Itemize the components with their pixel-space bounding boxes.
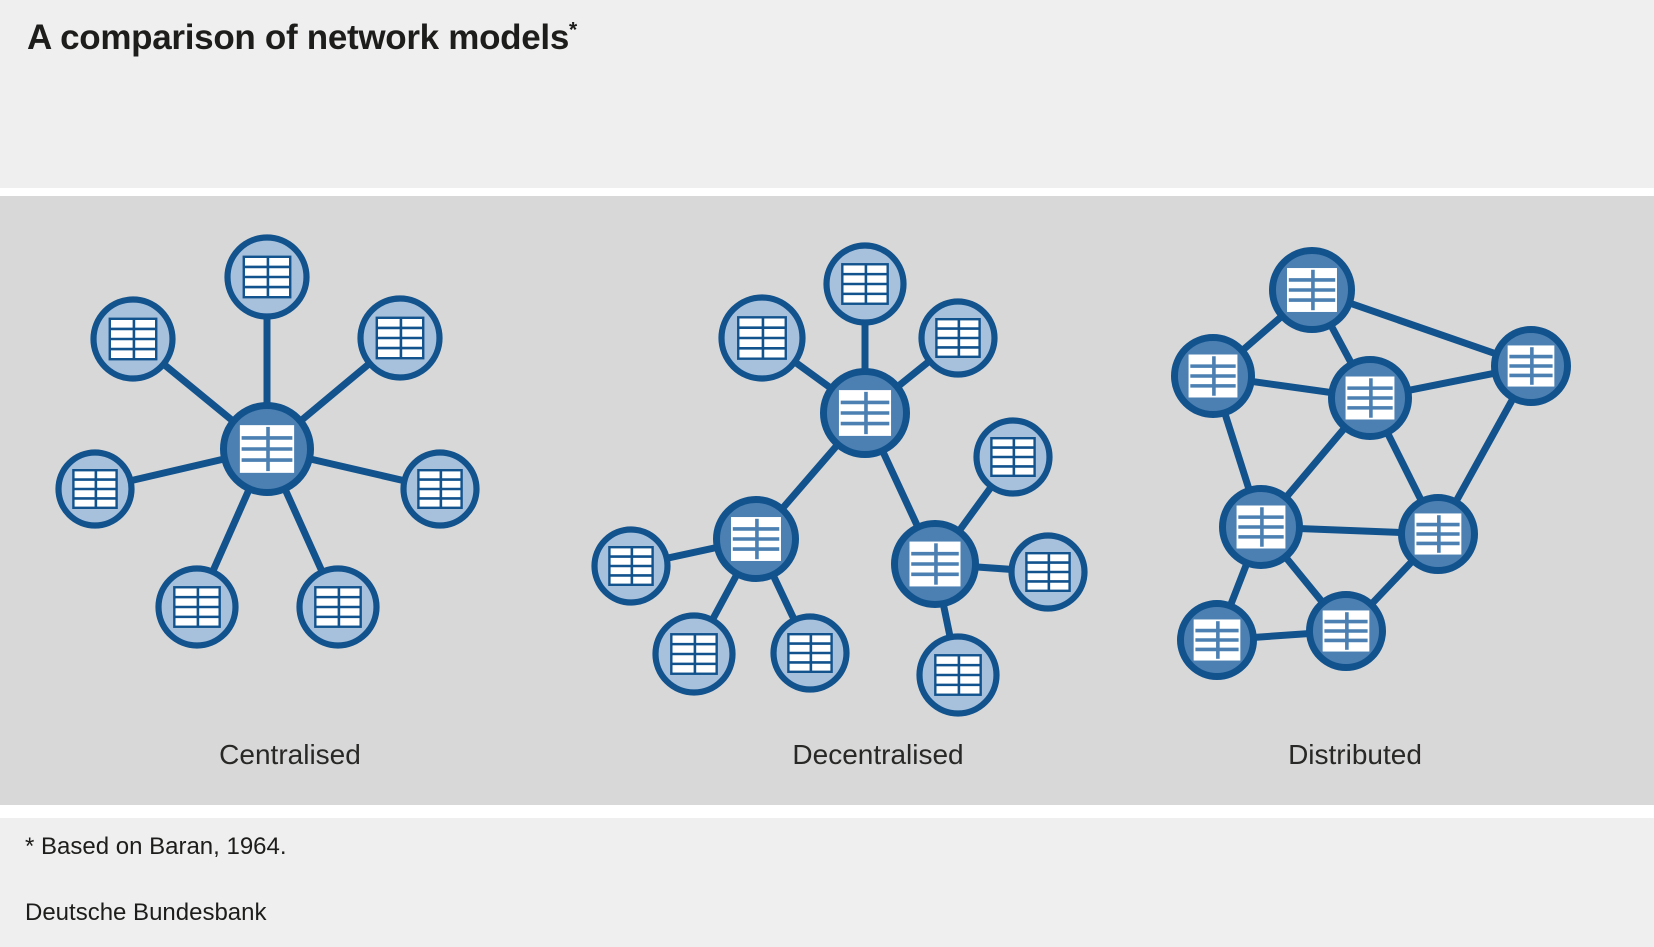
- decentralised-node-leaf: [770, 613, 850, 693]
- ledger-table-icon: [909, 541, 961, 587]
- decentralised-node-leaf: [1008, 532, 1088, 612]
- footnote-marker: *: [569, 18, 577, 42]
- network-distributed: [1171, 247, 1571, 680]
- distributed-node-hub: [1177, 600, 1257, 680]
- distributed-node-hub: [1219, 485, 1303, 569]
- source: Deutsche Bundesbank: [25, 899, 267, 926]
- ledger-table-icon: [990, 437, 1036, 478]
- decentralised-node-leaf: [918, 298, 998, 378]
- group-label-centralised: Centralised: [219, 739, 361, 770]
- ledger-table-icon: [1236, 505, 1286, 549]
- centralised-node-leaf: [224, 234, 310, 320]
- ledger-table-icon: [375, 316, 425, 360]
- decentralised-node-leaf: [718, 294, 806, 382]
- ledger-table-icon: [935, 318, 981, 359]
- ledger-table-icon: [242, 255, 292, 299]
- ledger-table-icon: [608, 546, 654, 587]
- centralised-node-leaf: [400, 449, 480, 529]
- ledger-table-icon: [108, 317, 158, 361]
- ledger-table-icon: [1507, 345, 1555, 387]
- ledger-table-icon: [239, 425, 295, 473]
- decentralised-node-leaf: [823, 242, 907, 326]
- header-band: [0, 0, 1654, 188]
- ledger-table-icon: [72, 469, 118, 510]
- ledger-table-icon: [314, 586, 362, 628]
- ledger-table-icon: [1193, 619, 1241, 661]
- ledger-table-icon: [838, 390, 892, 436]
- distributed-node-hub: [1398, 494, 1478, 574]
- distributed-node-hub: [1328, 356, 1412, 440]
- ledger-table-icon: [1322, 610, 1370, 652]
- distributed-node-hub: [1171, 334, 1255, 418]
- centralised-node-leaf: [296, 565, 380, 649]
- group-label-distributed: Distributed: [1288, 739, 1422, 770]
- decentralised-node-hub: [713, 496, 799, 582]
- figure-title: A comparison of network models*: [27, 18, 577, 58]
- distributed-node-hub: [1491, 326, 1571, 406]
- distributed-node-hub: [1269, 247, 1355, 333]
- centralised-node-leaf: [55, 449, 135, 529]
- distributed-node-hub: [1306, 591, 1386, 671]
- network-decentralised: [591, 242, 1088, 717]
- ledger-table-icon: [787, 633, 833, 674]
- ledger-table-icon: [417, 469, 463, 510]
- ledger-table-icon: [1287, 268, 1337, 312]
- ledger-table-icon: [737, 316, 787, 360]
- ledger-table-icon: [731, 517, 781, 561]
- centralised-node-leaf: [155, 565, 239, 649]
- decentralised-node-leaf: [591, 526, 671, 606]
- centralised-node-hub: [220, 402, 314, 496]
- ledger-table-icon: [1025, 552, 1071, 593]
- network-centralised: [55, 234, 480, 649]
- ledger-table-icon: [934, 654, 982, 696]
- footer-band: [0, 818, 1654, 947]
- group-label-decentralised: Decentralised: [792, 739, 964, 770]
- decentralised-node-leaf: [916, 633, 1000, 717]
- ledger-table-icon: [1345, 376, 1395, 420]
- ledger-table-icon: [173, 586, 221, 628]
- decentralised-node-hub: [891, 520, 979, 608]
- ledger-table-icon: [670, 633, 718, 675]
- centralised-node-leaf: [90, 296, 176, 382]
- centralised-node-leaf: [357, 295, 443, 381]
- ledger-table-icon: [1188, 354, 1238, 398]
- figure-title-text: A comparison of network models: [27, 18, 570, 57]
- decentralised-node-leaf: [652, 612, 736, 696]
- decentralised-node-leaf: [973, 417, 1053, 497]
- ledger-table-icon: [841, 263, 889, 305]
- decentralised-node-hub: [820, 368, 910, 458]
- ledger-table-icon: [1414, 513, 1462, 555]
- footnote: * Based on Baran, 1964.: [25, 833, 287, 860]
